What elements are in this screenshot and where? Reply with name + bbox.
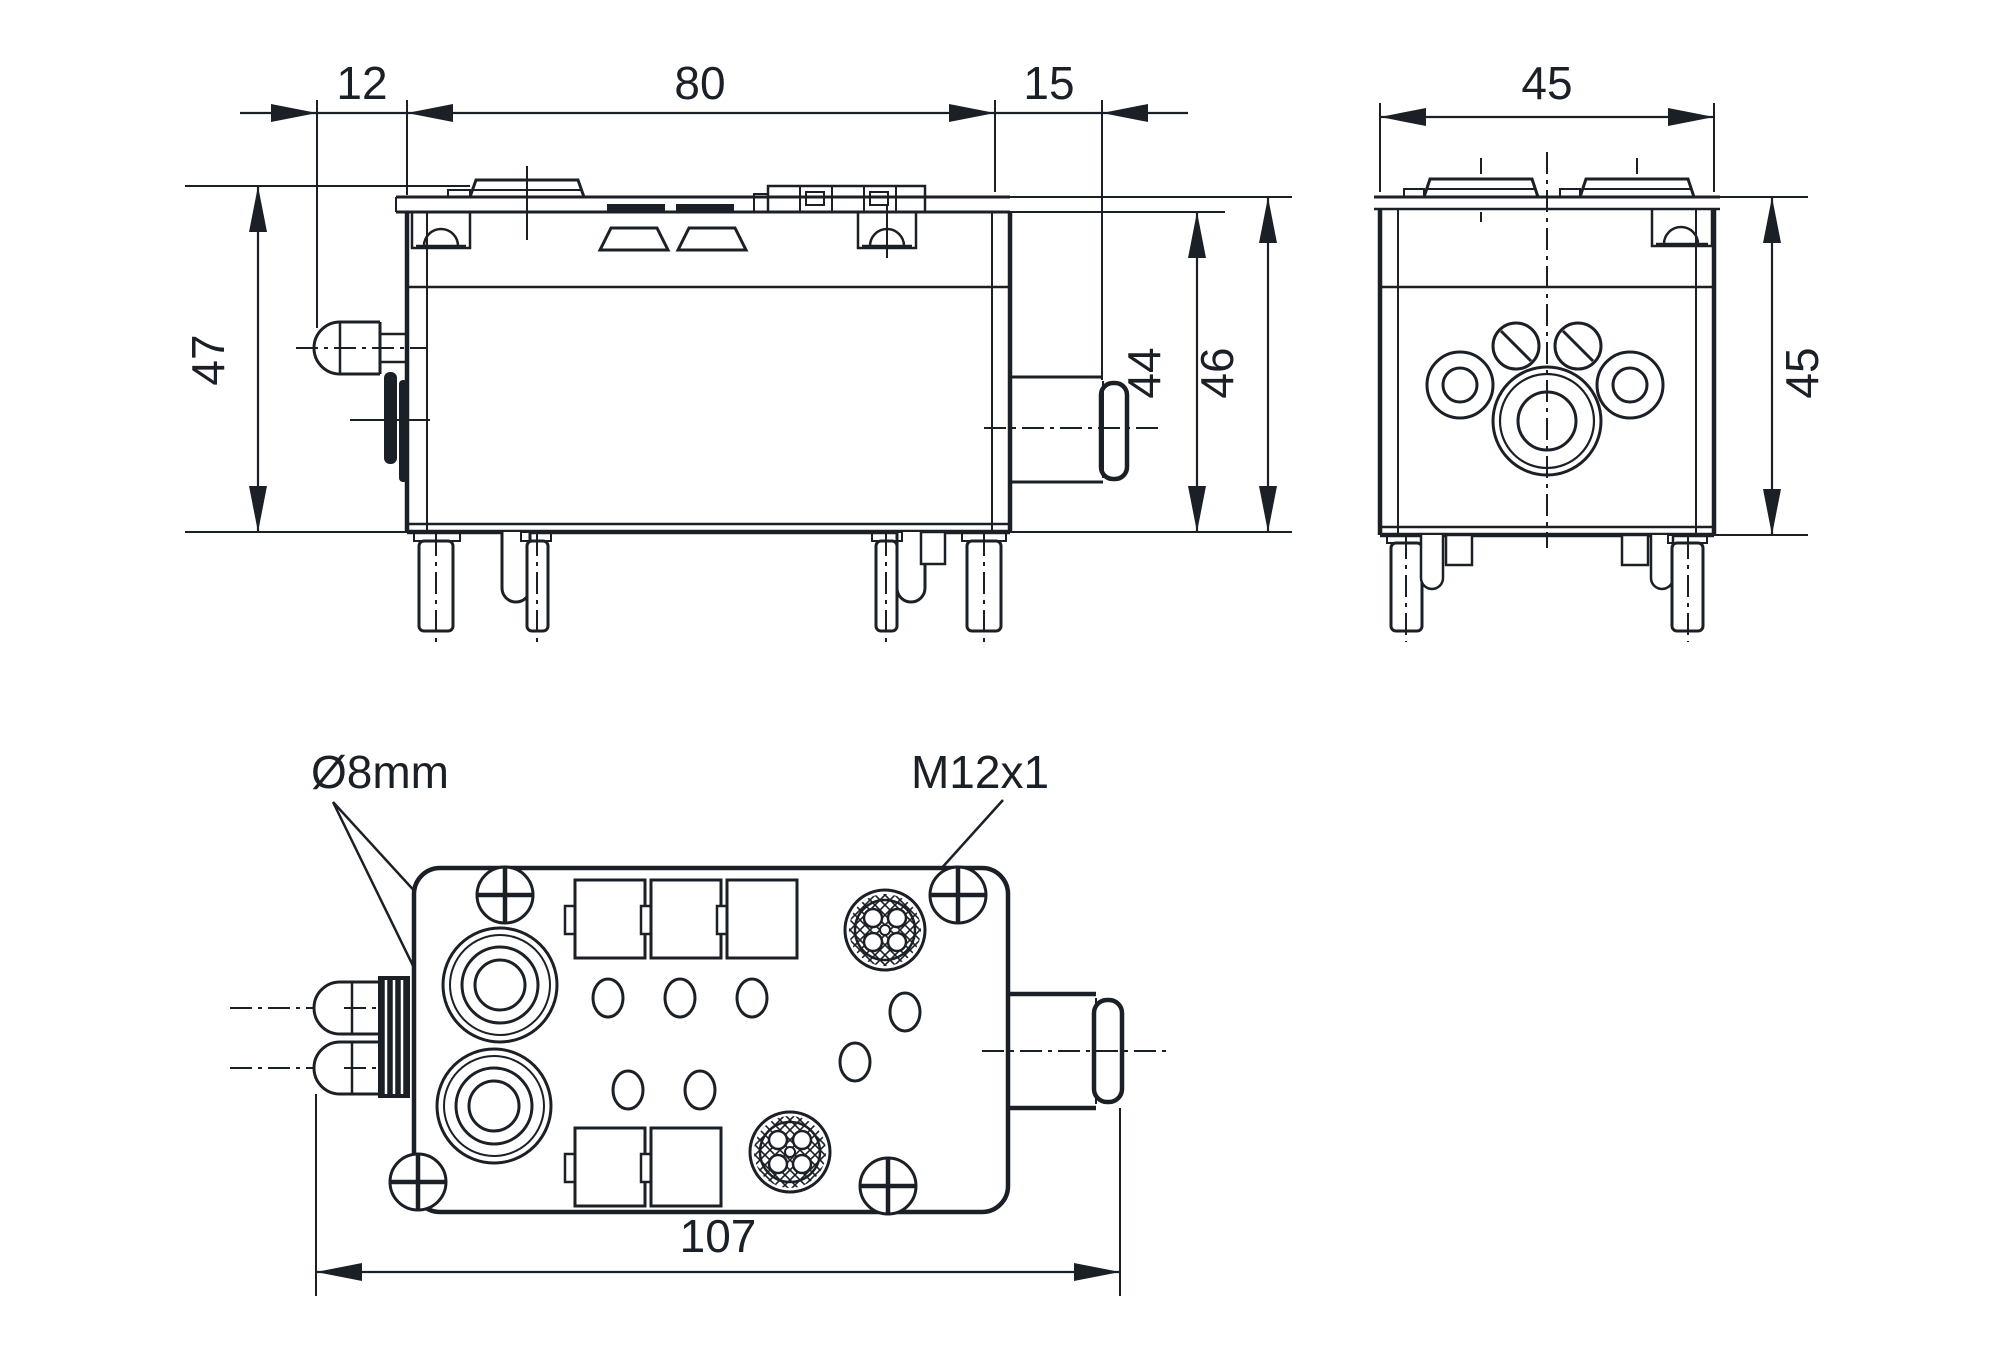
bottom-view: Ø8mm M12x1 bbox=[230, 746, 1172, 1296]
callout-connector-thread: M12x1 bbox=[911, 746, 1049, 798]
side-right-push-in-fitting bbox=[984, 375, 1164, 484]
arrowhead bbox=[1668, 108, 1714, 126]
mounting-lug bbox=[597, 226, 671, 252]
arrowhead bbox=[407, 104, 453, 122]
arrowhead bbox=[271, 104, 317, 122]
arrowhead bbox=[316, 1263, 362, 1281]
side-left-plug-connector bbox=[296, 320, 430, 482]
side-port bbox=[1425, 350, 1495, 420]
m12-connector-lower bbox=[748, 1110, 832, 1194]
callout-port-diameter: Ø8mm bbox=[311, 746, 449, 798]
dim-label-44: 44 bbox=[1118, 347, 1170, 398]
dim-label-15: 15 bbox=[1023, 57, 1074, 109]
main-port bbox=[1491, 365, 1603, 477]
retaining-clip-right bbox=[856, 205, 918, 258]
end-view-dimensions: 45 45 bbox=[1379, 57, 1828, 536]
side-port bbox=[1595, 350, 1665, 420]
bottom-right-push-in-fitting bbox=[982, 991, 1172, 1111]
arrowhead bbox=[949, 104, 995, 122]
phillips-screw bbox=[858, 1156, 918, 1216]
connector-tab bbox=[384, 372, 397, 464]
end-view: 45 45 bbox=[1374, 57, 1828, 642]
side-view-top-dimensions: 12 80 15 bbox=[240, 57, 1188, 380]
connector-tab bbox=[399, 380, 408, 482]
side-view-bottom-pins bbox=[413, 530, 1007, 642]
m12-connector-upper bbox=[843, 888, 927, 972]
pilot-holes bbox=[591, 977, 922, 1111]
valve-station-slots bbox=[563, 878, 799, 1208]
dim-label-80: 80 bbox=[674, 57, 725, 109]
arrowhead bbox=[1259, 197, 1277, 243]
arrowhead bbox=[249, 186, 267, 232]
top-slot bbox=[676, 204, 734, 212]
arrowhead bbox=[1763, 489, 1781, 535]
phillips-screw bbox=[475, 865, 535, 925]
end-view-top-caps bbox=[1403, 158, 1714, 248]
bottom-view-length-dimension: 107 bbox=[315, 1094, 1121, 1296]
manual-override-cap bbox=[1577, 177, 1697, 199]
arrowhead bbox=[1763, 197, 1781, 243]
terminal-block bbox=[753, 184, 927, 214]
arrowhead bbox=[1188, 486, 1206, 532]
bottom-left-plug-connectors bbox=[230, 976, 410, 1098]
screw bbox=[1553, 321, 1603, 371]
end-view-port-cluster bbox=[1425, 321, 1665, 477]
tube-port-lower bbox=[435, 1047, 553, 1165]
arrowhead bbox=[249, 486, 267, 532]
end-view-bottom-pins bbox=[1386, 533, 1708, 642]
arrowhead bbox=[1188, 212, 1206, 258]
arrowhead bbox=[1259, 486, 1277, 532]
dim-label-47: 47 bbox=[182, 334, 234, 385]
arrowhead bbox=[1102, 104, 1148, 122]
side-view: 12 80 15 bbox=[182, 57, 1292, 642]
dim-label-107: 107 bbox=[680, 1210, 757, 1262]
corner-screws bbox=[388, 865, 988, 1216]
tube-port-upper bbox=[441, 926, 559, 1044]
pin-group bbox=[871, 530, 947, 642]
pin-group bbox=[413, 531, 461, 642]
side-view-top-details bbox=[410, 166, 927, 258]
arrowhead bbox=[1380, 108, 1426, 126]
phillips-screw bbox=[388, 1152, 448, 1212]
top-slot bbox=[607, 204, 665, 212]
retaining-clip bbox=[1650, 209, 1714, 248]
dim-label-12: 12 bbox=[336, 57, 387, 109]
phillips-screw bbox=[928, 865, 988, 925]
retaining-clip-left bbox=[410, 212, 472, 250]
screw bbox=[1491, 321, 1541, 371]
manual-override-cap bbox=[1421, 177, 1541, 199]
side-view-height-dimensions: 47 44 46 bbox=[182, 186, 1277, 532]
dim-label-width-45: 45 bbox=[1521, 57, 1572, 109]
pin-group bbox=[500, 531, 552, 642]
dim-label-46: 46 bbox=[1191, 347, 1243, 398]
mounting-lug bbox=[675, 226, 749, 252]
arrowhead bbox=[1074, 1263, 1120, 1281]
manual-override-cap-left bbox=[447, 166, 587, 240]
pin-group bbox=[961, 531, 1007, 642]
dim-label-height-45: 45 bbox=[1776, 347, 1828, 398]
